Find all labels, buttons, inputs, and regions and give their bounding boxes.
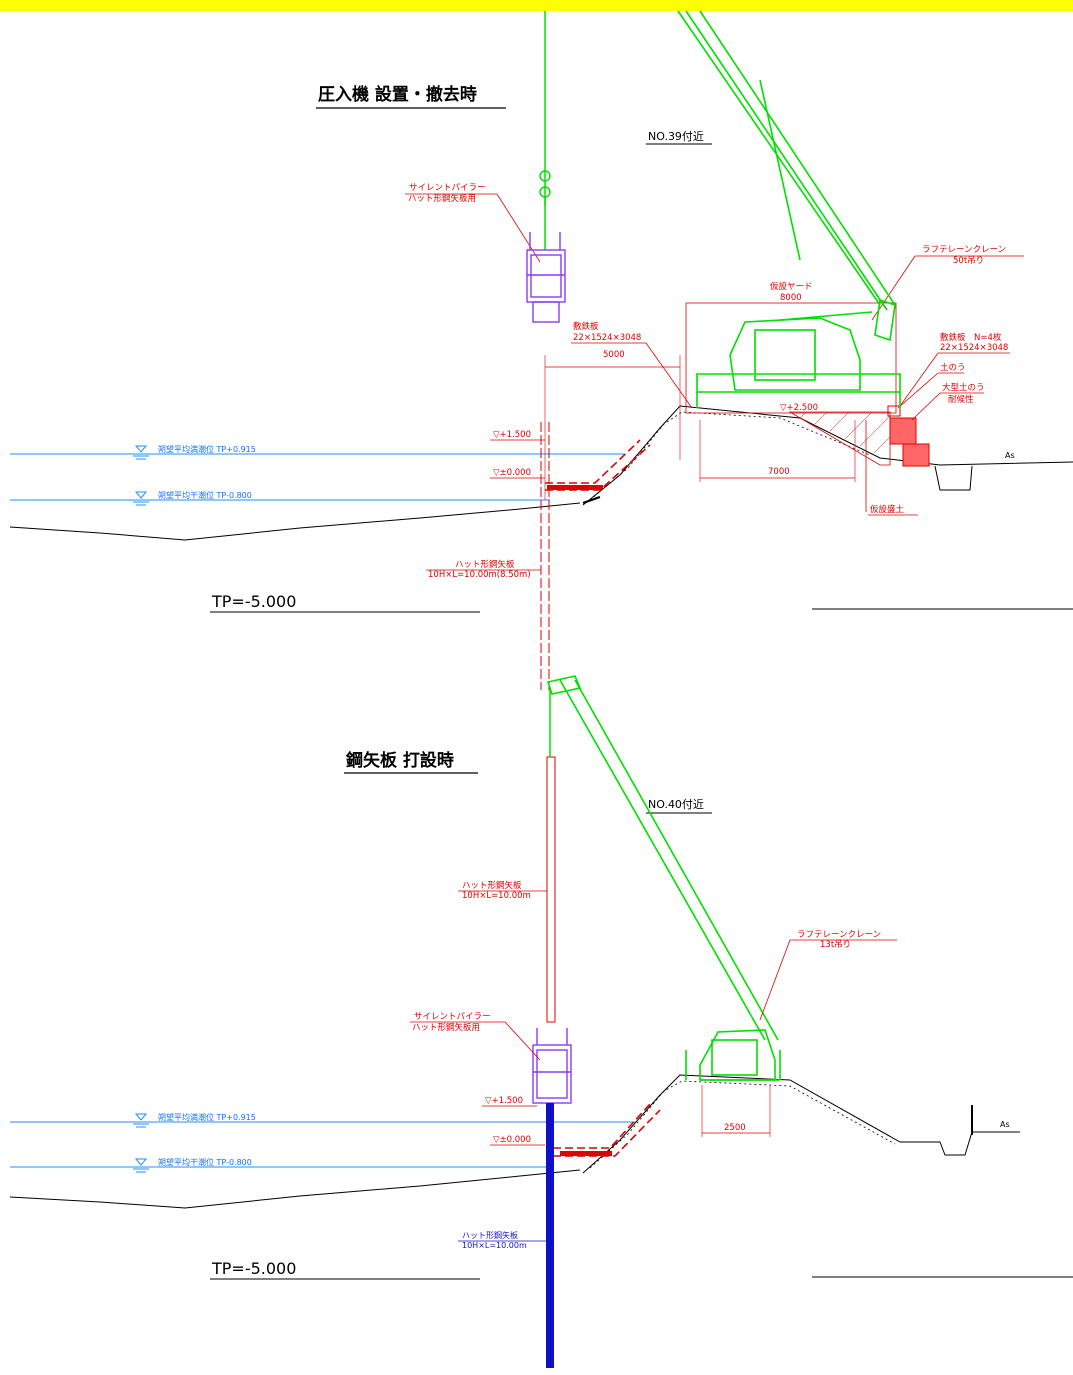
upper-embankment-hatch (589, 411, 871, 501)
upper-plate-left-leader (645, 342, 693, 409)
upper-crane-label-2: 50t吊り (953, 256, 984, 266)
lower-driver-label-2: ハット形鋼矢板用 (412, 1022, 480, 1033)
lower-driver-label-1: サイレントパイラー (414, 1012, 491, 1022)
lower-embankment-hatch (589, 1080, 896, 1169)
upper-hook-icon (539, 170, 551, 205)
upper-rock-base (582, 496, 601, 504)
upper-yard-level: ▽+2.500 (780, 403, 818, 413)
upper-plate-left-label-2: 22×1524×3048 (573, 333, 641, 343)
upper-tp-label: TP=-5.000 (211, 592, 296, 611)
lower-level-zero: ▽±0.000 (493, 1135, 531, 1145)
lower-seabed-line (9, 1169, 581, 1209)
lower-station: NO.40付近 (648, 798, 704, 811)
upper-section: 圧入機 設置・撤去時 NO.39付近 朔望平均満潮位 TP+0.915 朔望平均… (9, 10, 1073, 690)
upper-yard-label: 仮設ヤード (770, 281, 813, 292)
upper-driver-leader (496, 193, 541, 263)
lower-title: 鋼矢板 打設時 (345, 750, 454, 771)
upper-dim-5000: 5000 (603, 350, 625, 360)
upper-title: 圧入機 設置・撤去時 (318, 84, 477, 105)
upper-sandbag-leader (897, 372, 939, 409)
upper-dim-7000: 7000 (768, 467, 790, 477)
lower-high-water-label: 朔望平均満潮位 TP+0.915 (158, 1112, 256, 1122)
upper-big-sandbag-top (889, 417, 917, 445)
upper-driver-label-1: サイレントパイラー (409, 183, 486, 193)
upper-big-sandbag-bottom-left (902, 443, 930, 467)
upper-silent-piler-machine (526, 232, 566, 323)
lower-crane-label-2: 13t吊り (820, 940, 851, 950)
lower-high-water-symbol (133, 1113, 149, 1128)
upper-sheet-pile (540, 422, 550, 690)
upper-station: NO.39付近 (648, 130, 704, 143)
lower-sheet-pile-lower-label-1: ハット形鋼矢板 (462, 1230, 518, 1240)
lower-driver-leader (504, 1021, 541, 1061)
lower-crane-label-1: ラフテレーンクレーン (797, 930, 881, 940)
lower-sheet-pile-lower-label-2: 10H×L=10.00m (462, 1241, 527, 1250)
upper-level-plus: ▽+1.500 (493, 430, 531, 440)
lower-hanging-sheet-pile (546, 756, 556, 1023)
lower-dashed-support (553, 1103, 661, 1157)
lower-sheet-pile-upper-label-2: 10H×L=10.00m (462, 891, 531, 901)
lower-embankment-slope (582, 1074, 1020, 1174)
upper-sandbag-small (887, 405, 901, 417)
upper-rough-terrain-crane-50t (677, 10, 901, 408)
upper-plate-right-label-2: 22×1524×3048 (940, 343, 1008, 353)
upper-sheet-pile-label-1: ハット形鋼矢板 (455, 559, 515, 570)
top-yellow-band (0, 0, 1073, 11)
lower-dim-2500: 2500 (724, 1123, 746, 1133)
lower-sheet-pile-upper-label-1: ハット形鋼矢板 (462, 880, 522, 891)
lower-silent-piler-machine (532, 1028, 572, 1104)
upper-high-water-symbol (133, 445, 149, 460)
lower-rough-terrain-crane-13t (546, 675, 781, 1081)
upper-low-water-symbol (133, 491, 149, 506)
upper-seabed-line (9, 502, 581, 541)
upper-big-sandbag-label-1: 大型土のう (942, 382, 985, 393)
lower-section: 鋼矢板 打設時 NO.40付近 朔望平均満潮位 TP+0.915 朔望平均干潮位… (9, 675, 1073, 1368)
lower-level-plus: ▽+1.500 (485, 1096, 523, 1106)
upper-plate-right-leader (899, 352, 939, 407)
upper-temporary-fill (788, 411, 891, 466)
upper-yard-box (685, 302, 897, 414)
lower-driven-sheet-pile (546, 1103, 554, 1368)
upper-sandbag-label: 土のう (940, 362, 966, 373)
upper-dashed-support (545, 439, 651, 491)
upper-as-label: As (1005, 451, 1015, 460)
lower-low-water-label: 朔望平均干潮位 TP-0.800 (158, 1157, 252, 1167)
upper-level-zero: ▽±0.000 (493, 468, 531, 478)
upper-big-sandbag-leader (911, 392, 941, 421)
upper-sheet-pile-label-2: 10H×L=10.00m(8.50m) (428, 570, 531, 580)
upper-plate-left-label-1: 敷鉄板 (573, 321, 599, 332)
upper-low-water-label: 朔望平均干潮位 TP-0.800 (158, 490, 252, 500)
upper-fill-label: 仮設盛土 (870, 504, 905, 515)
upper-crane-label-1: ラフテレーンクレーン (922, 245, 1006, 255)
lower-temporary-platform (560, 1151, 612, 1156)
upper-temporary-platform (547, 485, 603, 490)
lower-as-label: As (1000, 1120, 1010, 1129)
upper-plate-right-label-1: 敷鉄板 N=4枚 (940, 332, 1002, 343)
upper-driver-label-2: ハット形鋼矢板用 (408, 193, 476, 204)
upper-yard-dim: 8000 (780, 293, 802, 303)
upper-as-pit (934, 465, 973, 491)
upper-embankment-slope (582, 405, 1073, 506)
lower-low-water-symbol (133, 1158, 149, 1173)
upper-high-water-label: 朔望平均満潮位 TP+0.915 (158, 444, 256, 454)
upper-big-sandbag-label-2: 耐候性 (948, 394, 974, 405)
upper-fill-hatching (799, 411, 891, 454)
lower-tp-label: TP=-5.000 (211, 1259, 296, 1278)
lower-crane-leader (759, 939, 791, 1021)
